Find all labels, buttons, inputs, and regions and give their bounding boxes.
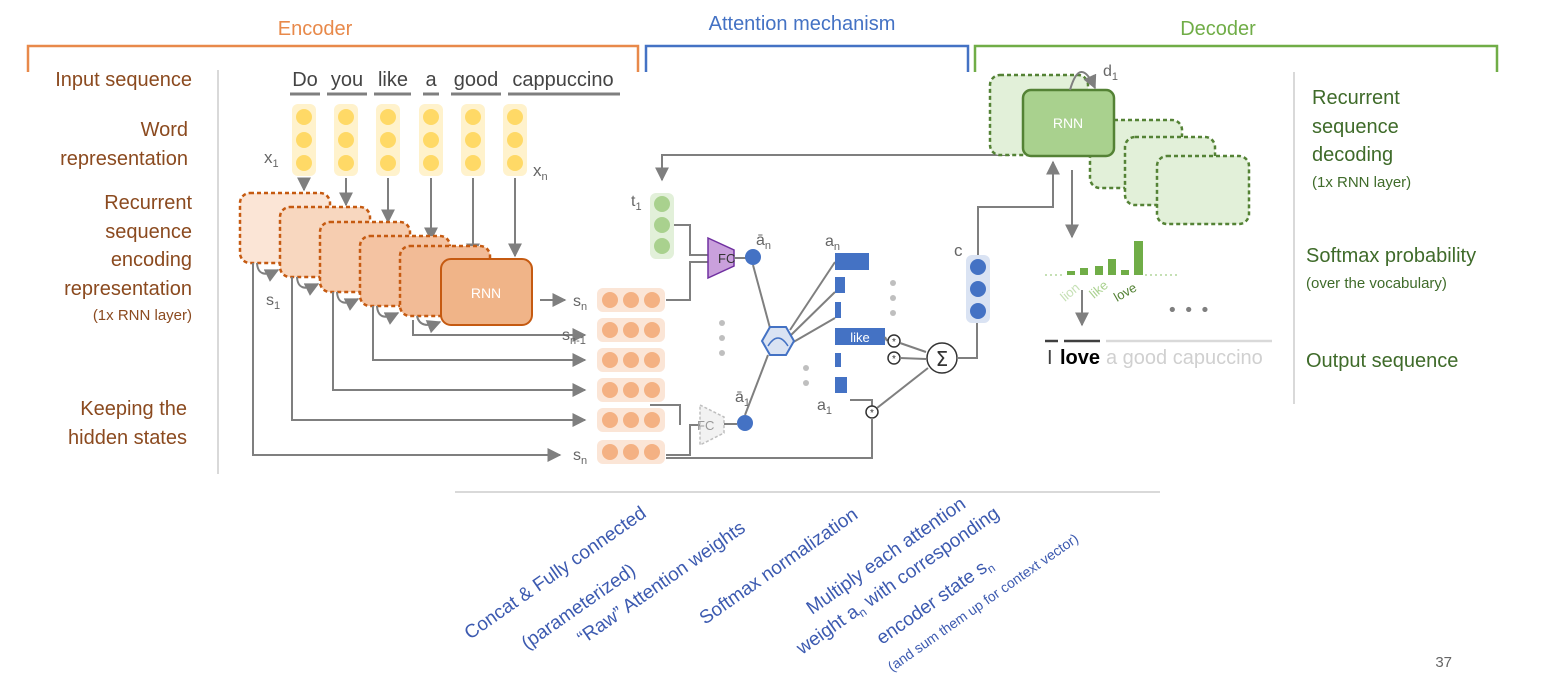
encoder-rnn-stack: RNN s1 [238, 191, 533, 334]
page-number: 37 [1435, 654, 1452, 671]
label-rec-4: representation [64, 278, 192, 300]
prob-word-like: like [1086, 277, 1111, 301]
label-rec-5: (1x RNN layer) [93, 307, 192, 324]
context-vector [966, 255, 990, 323]
prob-word-lion: lion [1057, 280, 1082, 305]
word-embeddings: x1 xn [264, 104, 548, 183]
encoder-title: Encoder [278, 18, 353, 40]
label-input-sequence: Input sequence [55, 69, 192, 91]
sn-bottom-label: sn [573, 447, 587, 467]
hidden-state-lines [252, 263, 587, 462]
a1-bar-node [737, 415, 753, 431]
attention-title: Attention mechanism [709, 13, 896, 35]
softmax-node-icon [760, 326, 796, 356]
output-word-love: love [1060, 347, 1100, 369]
c-label: c [954, 241, 963, 260]
decoder-rnn-label: RNN [1053, 115, 1083, 131]
prob-word-love: love [1111, 280, 1139, 305]
encoder-rnn-label: RNN [471, 285, 501, 301]
attention-block: t1 FC ān FC ā1 [631, 154, 1060, 459]
state-row [597, 440, 665, 464]
right-labels: Recurrent sequence decoding (1x RNN laye… [1306, 87, 1476, 372]
t1-vector [650, 193, 674, 259]
state-row [597, 348, 665, 372]
svg-text:*: * [870, 408, 874, 419]
fc-top-label: FC [718, 251, 735, 266]
decoder-rnn-box [1021, 88, 1116, 158]
input-word-cappuccino: cappuccino [512, 69, 613, 91]
fc-top: FC [707, 236, 735, 280]
state-row [597, 378, 665, 402]
output-word-rest: a good capuccino [1106, 347, 1263, 369]
label-word-2: representation [60, 148, 188, 170]
label-rec-2: sequence [105, 221, 192, 243]
embedding-column [419, 104, 443, 176]
dots-bars [803, 280, 896, 386]
label-output: Output sequence [1306, 350, 1458, 372]
an-bar-node [745, 249, 761, 265]
label-soft-1: Softmax probability [1306, 245, 1476, 267]
label-soft-2: (over the vocabulary) [1306, 275, 1447, 292]
fc-bottom-label: FC [697, 418, 714, 433]
a1-bar-label: ā1 [735, 389, 750, 409]
label-keep-2: hidden states [68, 427, 187, 449]
decoder-bracket: Decoder [973, 18, 1499, 72]
svg-text:*: * [892, 337, 896, 348]
label-word-1: Word [141, 119, 188, 141]
label-rsd-2: sequence [1312, 116, 1399, 138]
x1-label: x1 [264, 148, 279, 170]
attention-bracket: Attention mechanism [644, 13, 970, 72]
sn1-label: sn-1 [562, 327, 586, 347]
input-word-like: like [378, 69, 408, 91]
attention-bars [835, 253, 885, 393]
input-word-do: Do [292, 69, 318, 91]
decoder-dots: • • • [1167, 300, 1210, 321]
a1-label: a1 [817, 397, 832, 417]
embedding-column [376, 104, 400, 176]
state-row [597, 408, 665, 432]
label-rec-1: Recurrent [104, 192, 192, 214]
label-keep-1: Keeping the [80, 398, 187, 420]
input-sequence: Do you like a good cappuccino [290, 69, 620, 96]
output-word-i: I [1047, 347, 1053, 369]
embedding-column [503, 104, 527, 176]
label-rec-3: encoding [111, 249, 192, 271]
like-label: like [850, 330, 870, 345]
multiply-nodes: * * * [865, 334, 901, 419]
state-row [597, 318, 665, 342]
decoder-block: RNN d1 lion like love • • • I love a goo… [988, 63, 1272, 369]
output-sequence: I love a good capuccino [1045, 339, 1272, 369]
s1-label: s1 [266, 292, 280, 312]
fc-bottom: FC [697, 403, 725, 447]
decoder-title: Decoder [1180, 18, 1256, 40]
an-bar-label: ān [756, 232, 771, 252]
embedding-column [334, 104, 358, 176]
input-word-good: good [454, 69, 499, 91]
d1-label: d1 [1103, 63, 1118, 83]
sum-symbol: Σ [936, 347, 949, 371]
sn-label: sn [573, 293, 587, 313]
embedding-column [292, 104, 316, 176]
label-rsd-4: (1x RNN layer) [1312, 174, 1411, 191]
an-label: an [825, 233, 840, 253]
probability-bars [1045, 241, 1180, 276]
encoder-bracket: Encoder [26, 18, 640, 72]
input-word-a: a [425, 69, 437, 91]
svg-text:*: * [892, 354, 896, 365]
embedding-column [461, 104, 485, 176]
embedding-arrows [297, 177, 522, 258]
encoder-rnn-box [440, 258, 533, 326]
step-labels: Concat & Fully connected (parameterized)… [461, 493, 1081, 674]
state-row [597, 288, 665, 312]
left-labels: Input sequence Word representation Recur… [55, 69, 192, 449]
label-rsd-1: Recurrent [1312, 87, 1400, 109]
input-word-you: you [331, 69, 363, 91]
dots-vertical [719, 320, 725, 356]
hidden-states: sn sn-1 sn [562, 288, 665, 467]
t1-label: t1 [631, 193, 642, 213]
label-rsd-3: decoding [1312, 144, 1393, 166]
xn-label: xn [533, 161, 548, 183]
